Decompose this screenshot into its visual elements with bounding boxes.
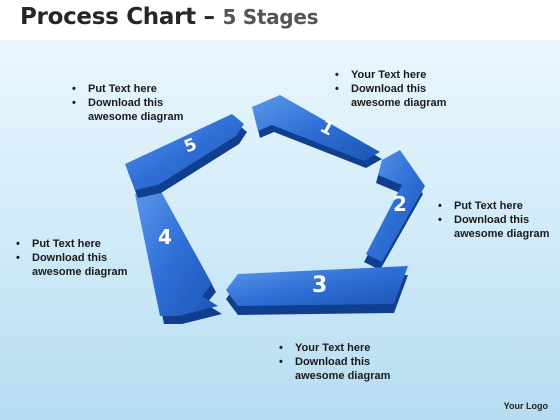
note-bullet: Your Text here bbox=[333, 68, 446, 82]
note-bullet: Put Text here bbox=[70, 82, 183, 96]
logo-placeholder: Your Logo bbox=[503, 401, 548, 411]
note-bullet: Your Text here bbox=[277, 341, 390, 355]
page-title: Process Chart – 5 Stages bbox=[20, 4, 319, 30]
stage-3-segment: 3 bbox=[226, 266, 408, 315]
title-sub: 5 Stages bbox=[222, 5, 319, 29]
stage-4-segment: 4 bbox=[135, 186, 222, 324]
stage-3-number: 3 bbox=[312, 273, 327, 298]
pentagon-process-diagram: 1 2 3 4 5 bbox=[125, 95, 425, 324]
stage-2-number: 2 bbox=[393, 192, 407, 216]
title-main: Process Chart – bbox=[20, 4, 215, 30]
note-bullet: Put Text here bbox=[14, 237, 127, 251]
stage-4-number: 4 bbox=[158, 225, 172, 249]
note-bullet: Put Text here bbox=[436, 199, 549, 213]
diagram-area: 1 2 3 4 5 Your Text here Download th bbox=[0, 40, 560, 420]
title-bar: Process Chart – 5 Stages bbox=[0, 0, 560, 40]
stage-2-segment: 2 bbox=[364, 150, 425, 270]
stage-5-segment: 5 bbox=[125, 114, 247, 198]
stage-1-segment: 1 bbox=[252, 95, 382, 168]
